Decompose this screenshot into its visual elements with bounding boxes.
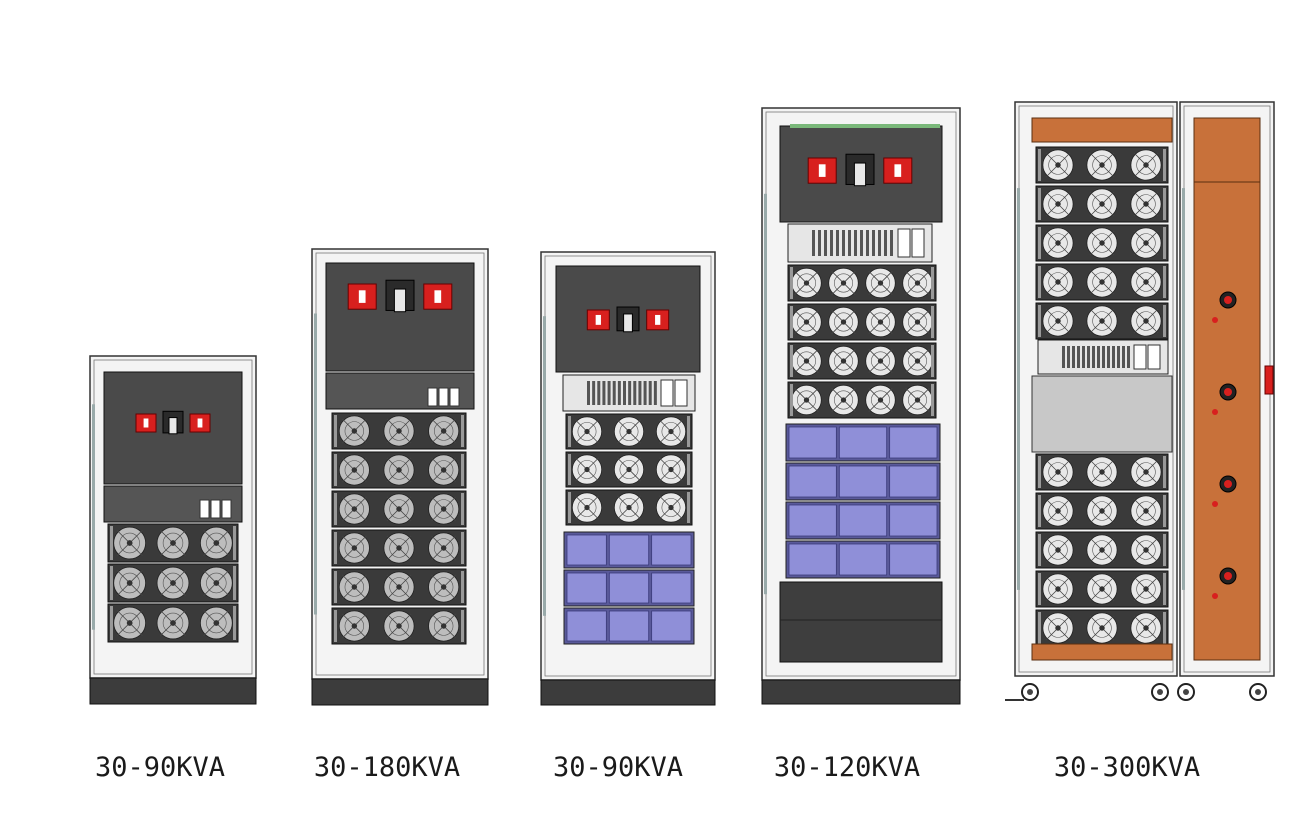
cabinet-base <box>761 679 961 705</box>
cabinet-4 <box>761 107 961 705</box>
battery-cell <box>651 572 692 604</box>
battery-cell <box>788 543 837 576</box>
handle-icon <box>1264 365 1274 395</box>
battery-cell <box>608 572 650 604</box>
battery-cell <box>566 610 607 642</box>
cabinet-label-3: 30-90KVA <box>552 752 684 783</box>
battery-cell <box>889 543 938 576</box>
battery-cell <box>889 504 938 537</box>
blank-panel <box>779 581 943 663</box>
blank-panel <box>1031 375 1173 453</box>
battery-cell <box>889 465 938 498</box>
battery-cell <box>788 465 837 498</box>
battery-cell <box>651 610 692 642</box>
copper-busbar <box>1031 643 1173 661</box>
cabinet-label-4: 30-120KVA <box>773 752 921 783</box>
battery-cell <box>838 504 888 537</box>
cabinet-3 <box>540 251 716 706</box>
battery-cell <box>566 572 607 604</box>
battery-cell <box>838 426 888 459</box>
cabinet-label-1: 30-90KVA <box>94 752 226 783</box>
cabinet-label-5: 30-300KVA <box>1053 752 1201 783</box>
battery-cell <box>608 610 650 642</box>
battery-cell <box>608 534 650 566</box>
blank-panel <box>103 485 243 523</box>
cabinet-base <box>311 678 489 706</box>
cabinet-2 <box>311 248 489 706</box>
cabinet-1 <box>89 355 257 705</box>
copper-busbar <box>1031 117 1173 143</box>
battery-cell <box>788 426 837 459</box>
battery-cell <box>889 426 938 459</box>
battery-cell <box>788 504 837 537</box>
front-panel <box>325 262 475 372</box>
battery-cell <box>651 534 692 566</box>
cabinet-base <box>89 677 257 705</box>
battery-cell <box>566 534 607 566</box>
cabinet-5 <box>1005 101 1275 701</box>
blank-panel <box>325 372 475 410</box>
cabinet-label-2: 30-180KVA <box>313 752 461 783</box>
cabinet-base <box>540 679 716 706</box>
battery-cell <box>838 543 888 576</box>
battery-cell <box>838 465 888 498</box>
